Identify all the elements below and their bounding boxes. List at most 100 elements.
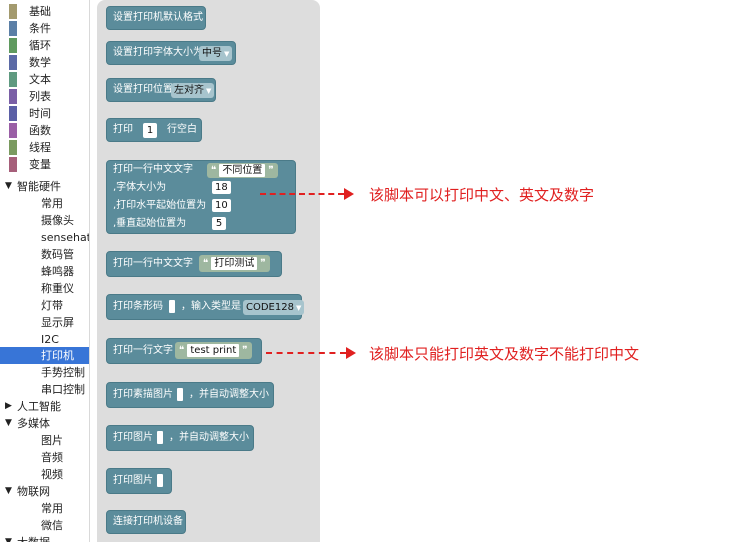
sidebar-item-label: 摄像头 — [41, 214, 74, 227]
category-list[interactable]: 列表 — [0, 88, 89, 105]
sidebar-item-digital-tube[interactable]: 数码管 — [0, 246, 89, 263]
alignment-dropdown[interactable]: 左对齐▼ — [171, 83, 215, 98]
image-input-slot[interactable] — [157, 431, 163, 444]
block-label: 设置打印机默认格式 — [113, 12, 203, 23]
annotation-note-2: 该脚本只能打印英文及数字不能打印中文 — [369, 345, 640, 363]
sidebar-item-scale[interactable]: 称重仪 — [0, 280, 89, 297]
quote-close-icon: ❞ — [242, 345, 248, 356]
category-color-swatch — [9, 38, 17, 53]
category-function[interactable]: 函数 — [0, 122, 89, 139]
category-text[interactable]: 文本 — [0, 71, 89, 88]
blank-lines-input[interactable]: 1 — [143, 123, 157, 138]
expand-arrow-icon: ▼ — [5, 537, 12, 542]
group-label: 人工智能 — [17, 400, 61, 413]
block-set-print-position[interactable]: 设置打印位置 左对齐▼ — [106, 78, 216, 102]
block-label: 打印 — [113, 124, 133, 135]
quote-close-icon: ❞ — [260, 258, 266, 269]
category-color-swatch — [9, 55, 17, 70]
sidebar-item-label: 数码管 — [41, 248, 74, 261]
sidebar-item-serial[interactable]: 串口控制 — [0, 381, 89, 398]
font-size-dropdown[interactable]: 中号▼ — [199, 46, 233, 61]
sidebar-item-label: 音频 — [41, 451, 63, 464]
category-time[interactable]: 时间 — [0, 105, 89, 122]
block-label: 打印条形码 — [113, 301, 163, 312]
category-basic[interactable]: 基础 — [0, 3, 89, 20]
vertical-position-input[interactable]: 5 — [212, 217, 226, 230]
block-print-chinese-line-positioned[interactable]: 打印一行中文文字 ❝不同位置❞ ,字体大小为 18 ,打印水平起始位置为 10 … — [106, 160, 296, 234]
group-ai[interactable]: ▶ 人工智能 — [0, 398, 89, 415]
string-value-input[interactable]: 不同位置 — [219, 164, 266, 177]
expand-arrow-icon: ▼ — [5, 486, 12, 496]
annotation-arrow-line — [260, 193, 344, 195]
sidebar-item-i2c[interactable]: I2C — [0, 331, 89, 348]
group-iot[interactable]: ▼ 物联网 — [0, 483, 89, 500]
group-big-data[interactable]: ▼ 大数据 — [0, 534, 89, 542]
block-print-chinese-line[interactable]: 打印一行中文文字 ❝打印测试❞ — [106, 251, 282, 277]
group-label: 多媒体 — [17, 417, 50, 430]
block-print-sketch-image[interactable]: 打印素描图片 ，并自动调整大小 — [106, 382, 274, 408]
category-color-swatch — [9, 72, 17, 87]
block-set-default-format[interactable]: 设置打印机默认格式 — [106, 6, 206, 30]
horizontal-position-input[interactable]: 10 — [212, 199, 231, 212]
block-label: ，并自动调整大小 — [169, 432, 249, 443]
category-label: 列表 — [29, 90, 51, 103]
group-smart-hardware[interactable]: ▼ 智能硬件 — [0, 178, 89, 195]
sidebar-item-label: 图片 — [41, 434, 63, 447]
string-value-input[interactable]: 打印测试 — [211, 257, 258, 270]
image-input-slot[interactable] — [157, 474, 163, 487]
dropdown-value: 中号 — [202, 48, 222, 59]
category-variable[interactable]: 变量 — [0, 156, 89, 173]
image-input-slot[interactable] — [177, 388, 183, 401]
sidebar-item-wechat[interactable]: 微信 — [0, 517, 89, 534]
string-literal[interactable]: ❝打印测试❞ — [199, 255, 270, 272]
sidebar-item-label: 串口控制 — [41, 383, 85, 396]
block-print-image[interactable]: 打印图片 — [106, 468, 172, 494]
expand-arrow-icon: ▶ — [5, 401, 12, 411]
block-print-barcode[interactable]: 打印条形码 ，输入类型是 CODE128▼ — [106, 294, 305, 320]
sidebar-item-led-strip[interactable]: 灯带 — [0, 297, 89, 314]
block-print-blank-lines[interactable]: 打印 1 行空白 — [106, 118, 202, 142]
block-label: 打印图片 — [113, 475, 153, 486]
block-print-line[interactable]: 打印一行文字 ❝test print❞ — [106, 338, 262, 364]
sidebar-item-common[interactable]: 常用 — [0, 195, 89, 212]
category-math[interactable]: 数学 — [0, 54, 89, 71]
quote-close-icon: ❞ — [268, 165, 274, 176]
sidebar-item-gesture[interactable]: 手势控制 — [0, 364, 89, 381]
sidebar-item-sensehat[interactable]: sensehat — [0, 229, 90, 246]
annotation-arrow-head-icon — [344, 188, 354, 200]
font-size-input[interactable]: 18 — [212, 181, 231, 194]
block-label: ,垂直起始位置为 — [113, 218, 187, 229]
category-condition[interactable]: 条件 — [0, 20, 89, 37]
sidebar-item-display[interactable]: 显示屏 — [0, 314, 89, 331]
block-connect-printer[interactable]: 连接打印机设备 — [106, 510, 186, 534]
sidebar-item-buzzer[interactable]: 蜂鸣器 — [0, 263, 89, 280]
barcode-type-dropdown[interactable]: CODE128▼ — [243, 300, 305, 315]
category-thread[interactable]: 线程 — [0, 139, 89, 156]
sidebar-item-iot-common[interactable]: 常用 — [0, 500, 89, 517]
string-value-input[interactable]: test print — [187, 344, 240, 357]
barcode-input-slot[interactable] — [169, 300, 175, 313]
dropdown-value: CODE128 — [246, 302, 294, 313]
annotation-note-1: 该脚本可以打印中文、英文及数字 — [369, 186, 595, 204]
sidebar-item-audio[interactable]: 音频 — [0, 449, 89, 466]
category-color-swatch — [9, 123, 17, 138]
category-color-swatch — [9, 21, 17, 36]
block-set-font-size[interactable]: 设置打印字体大小为 中号▼ — [106, 41, 236, 65]
sidebar-item-label: 显示屏 — [41, 316, 74, 329]
sidebar-item-camera[interactable]: 摄像头 — [0, 212, 89, 229]
category-label: 线程 — [29, 141, 51, 154]
group-multimedia[interactable]: ▼ 多媒体 — [0, 415, 89, 432]
sidebar-item-label: sensehat — [41, 231, 90, 244]
string-literal[interactable]: ❝不同位置❞ — [207, 163, 278, 178]
sidebar-item-printer[interactable]: 打印机 — [0, 347, 89, 364]
sidebar-item-video[interactable]: 视频 — [0, 466, 89, 483]
block-print-image-autosize[interactable]: 打印图片 ，并自动调整大小 — [106, 425, 254, 451]
block-label: 打印一行中文文字 — [113, 164, 193, 175]
category-color-swatch — [9, 140, 17, 155]
quote-open-icon: ❝ — [211, 165, 217, 176]
sidebar-item-label: 称重仪 — [41, 282, 74, 295]
category-loop[interactable]: 循环 — [0, 37, 89, 54]
string-literal[interactable]: ❝test print❞ — [175, 342, 252, 359]
sidebar-item-image[interactable]: 图片 — [0, 432, 89, 449]
block-label: 打印一行文字 — [113, 345, 173, 356]
